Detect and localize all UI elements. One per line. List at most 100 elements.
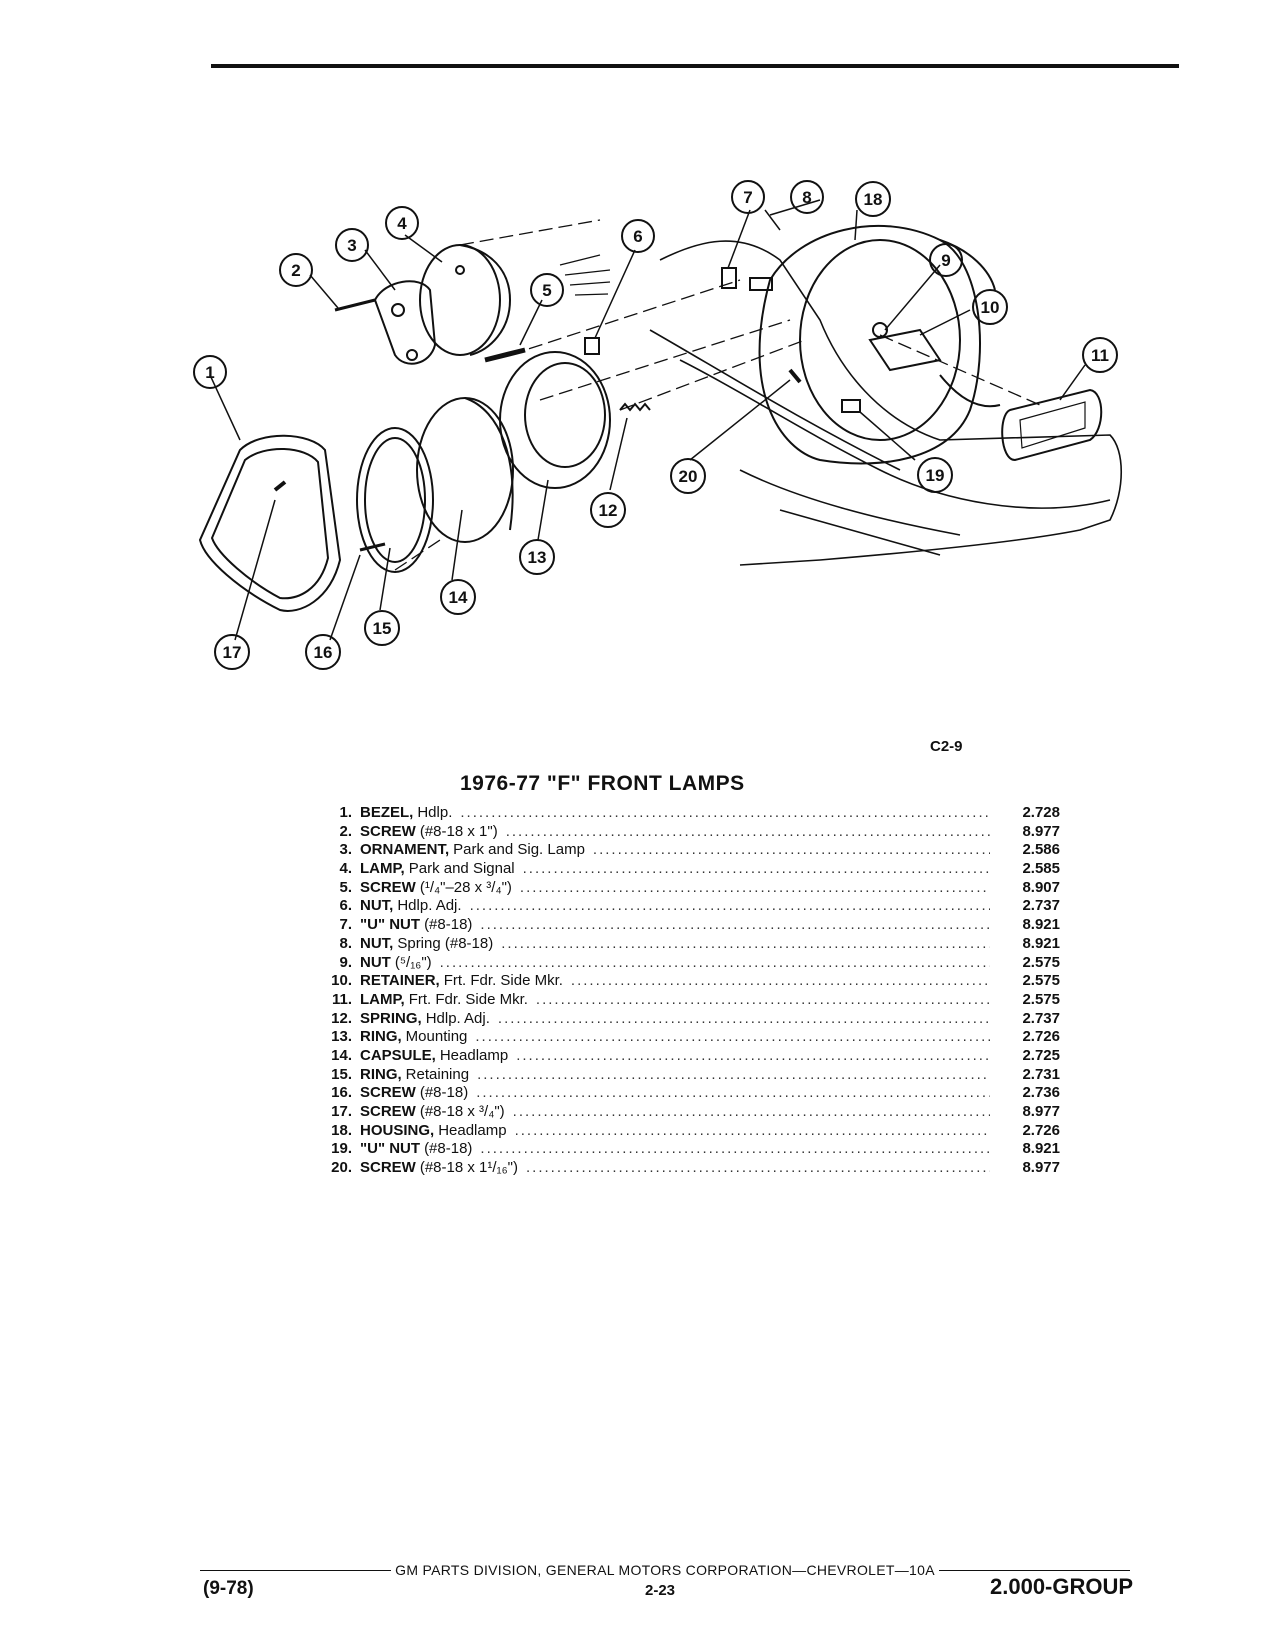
part-number: 6. (339, 897, 352, 915)
leader-dots (470, 897, 990, 916)
part-description: Headlamp (439, 1046, 509, 1064)
callout-14: 14 (440, 579, 476, 615)
leader-dots (501, 935, 990, 954)
part-name: ORNAMENT, (360, 841, 450, 859)
part-group-code: 2.726 (1022, 1121, 1060, 1139)
part-row: 1.BEZEL,Hdlp.2.728 (300, 804, 1060, 823)
side-marker-lamp-part (1001, 388, 1103, 462)
leader-dots (536, 991, 990, 1010)
part-description: (#8-18 x ³/₄") (419, 1103, 505, 1120)
part-group-code: 2.586 (1022, 841, 1060, 859)
part-group-code: 2.725 (1022, 1046, 1060, 1064)
part-row: 9.NUT(⁵/₁₆")2.575 (300, 954, 1060, 973)
callout-19: 19 (917, 457, 953, 493)
park-lamp-ornament-part (373, 280, 437, 365)
figure-id: C2-9 (930, 738, 963, 755)
part-group-code: 8.977 (1022, 822, 1060, 840)
svg-text:16: 16 (314, 643, 333, 662)
part-group-code: 2.726 (1022, 1028, 1060, 1046)
callout-17: 17 (214, 634, 250, 670)
part-row: 13.RING,Mounting2.726 (300, 1028, 1060, 1047)
part-description: (#8-18) (424, 1140, 473, 1158)
capsule-back-edge (464, 397, 514, 531)
callout-4: 4 (385, 206, 419, 240)
part-group-code: 8.921 (1022, 1140, 1060, 1158)
svg-text:5: 5 (542, 281, 551, 300)
part-group-code: 2.575 (1022, 953, 1060, 971)
part-number: 11. (331, 990, 352, 1008)
svg-text:15: 15 (373, 619, 392, 638)
callout-18: 18 (855, 181, 891, 217)
footer-publisher: GM PARTS DIVISION, GENERAL MOTORS CORPOR… (395, 1562, 935, 1578)
part-number: 1. (339, 804, 352, 821)
part-description: Park and Signal (408, 860, 515, 878)
part-group-code: 2.737 (1022, 897, 1060, 915)
leader-dots (440, 954, 990, 973)
part-group-code: 2.585 (1022, 860, 1060, 878)
part-group-code: 8.921 (1022, 934, 1060, 952)
part-row: 7."U" NUT(#8-18)8.921 (300, 916, 1060, 935)
u-nut-part-19 (841, 399, 861, 413)
part-name: RING, (360, 1028, 402, 1046)
part-number: 19. (331, 1140, 352, 1158)
part-row: 10.RETAINER,Frt. Fdr. Side Mkr.2.575 (300, 972, 1060, 991)
part-row: 17.SCREW(#8-18 x ³/₄")8.977 (300, 1103, 1060, 1122)
part-row: 12.SPRING,Hdlp. Adj.2.737 (300, 1010, 1060, 1029)
part-name: RING, (360, 1065, 402, 1083)
leader-dots (506, 823, 990, 842)
leader-dots (476, 1084, 990, 1103)
leader-dots (480, 1140, 990, 1159)
part-number: 9. (339, 953, 352, 971)
part-name: NUT, (360, 934, 394, 952)
part-row: 4.LAMP,Park and Signal2.585 (300, 860, 1060, 879)
footer-rule-right (938, 1569, 1130, 1571)
screw-part-17 (273, 480, 287, 492)
leader-dots (523, 860, 990, 879)
callout-8: 8 (790, 180, 824, 214)
side-marker-retainer-part (868, 328, 942, 372)
leader-dots (460, 804, 990, 823)
headlamp-bezel-part (198, 434, 342, 612)
headlamp-housing-part (758, 224, 996, 465)
svg-text:6: 6 (633, 227, 642, 246)
part-description: Hdlp. Adj. (397, 897, 462, 915)
part-description: Frt. Fdr. Side Mkr. (443, 972, 563, 990)
part-name: SCREW (360, 878, 416, 896)
screw-part-16 (359, 542, 386, 552)
callout-7: 7 (731, 180, 765, 214)
leader-dots (515, 1122, 990, 1141)
part-name: SCREW (360, 1103, 416, 1120)
part-group-code: 2.575 (1022, 990, 1060, 1008)
part-name: SCREW (360, 1159, 416, 1177)
part-group-code: 2.575 (1022, 972, 1060, 990)
part-number: 14. (331, 1046, 352, 1064)
alignment-lines (394, 219, 1041, 571)
spring-nut-part-8 (749, 277, 773, 291)
callout-13: 13 (519, 539, 555, 575)
svg-text:12: 12 (599, 501, 618, 520)
part-row: 15.RING,Retaining2.731 (300, 1066, 1060, 1085)
part-description: Retaining (405, 1065, 470, 1083)
part-name: LAMP, (360, 990, 405, 1008)
nut-part-9 (872, 322, 888, 338)
screw-part-20 (788, 368, 802, 384)
part-number: 5. (339, 878, 352, 896)
callout-leaders (209, 199, 1086, 641)
svg-text:18: 18 (864, 190, 883, 209)
footer-rule-left (200, 1569, 392, 1571)
mounting-ring-part (499, 351, 611, 489)
part-description: Hdlp. Adj. (425, 1009, 490, 1027)
part-row: 18.HOUSING,Headlamp2.726 (300, 1122, 1060, 1141)
part-name: SCREW (360, 1084, 416, 1102)
part-row: 5.SCREW(¹/₄"–28 x ³/₄")8.907 (300, 879, 1060, 898)
svg-text:10: 10 (981, 298, 1000, 317)
part-name: NUT (360, 953, 391, 971)
leader-dots (477, 1066, 990, 1085)
part-description: Spring (#8-18) (397, 934, 494, 952)
side-marker-reflector (939, 374, 1001, 408)
screw-part-2 (334, 298, 376, 312)
part-group-code: 2.737 (1022, 1009, 1060, 1027)
part-row: 6.NUT,Hdlp. Adj.2.737 (300, 897, 1060, 916)
part-number: 2. (339, 822, 352, 840)
part-description: (#8-18) (419, 1084, 469, 1102)
